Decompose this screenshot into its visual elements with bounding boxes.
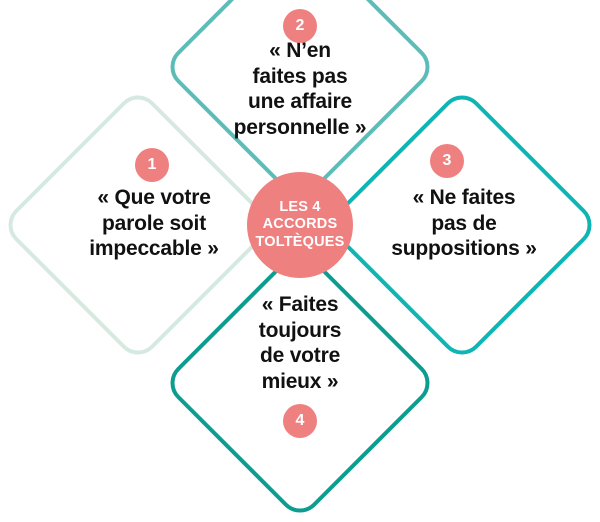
- number-badge-3: 3: [430, 144, 464, 178]
- number-badge-1: 1: [135, 148, 169, 182]
- accord-text-1: « Que votre parole soit impeccable »: [89, 186, 219, 261]
- number-badge-4: 4: [283, 404, 317, 438]
- accord-text-2: « N’en faites pas une affaire personnell…: [233, 39, 367, 139]
- center-title: LES 4 ACCORDS TOLTÈQUES: [255, 199, 345, 250]
- number-badge-2: 2: [283, 9, 317, 43]
- center-circle: LES 4 ACCORDS TOLTÈQUES: [247, 172, 353, 278]
- accord-text-4: « Faites toujours de votre mieux »: [258, 293, 342, 393]
- accord-text-3: « Ne faites pas de suppositions »: [391, 186, 537, 261]
